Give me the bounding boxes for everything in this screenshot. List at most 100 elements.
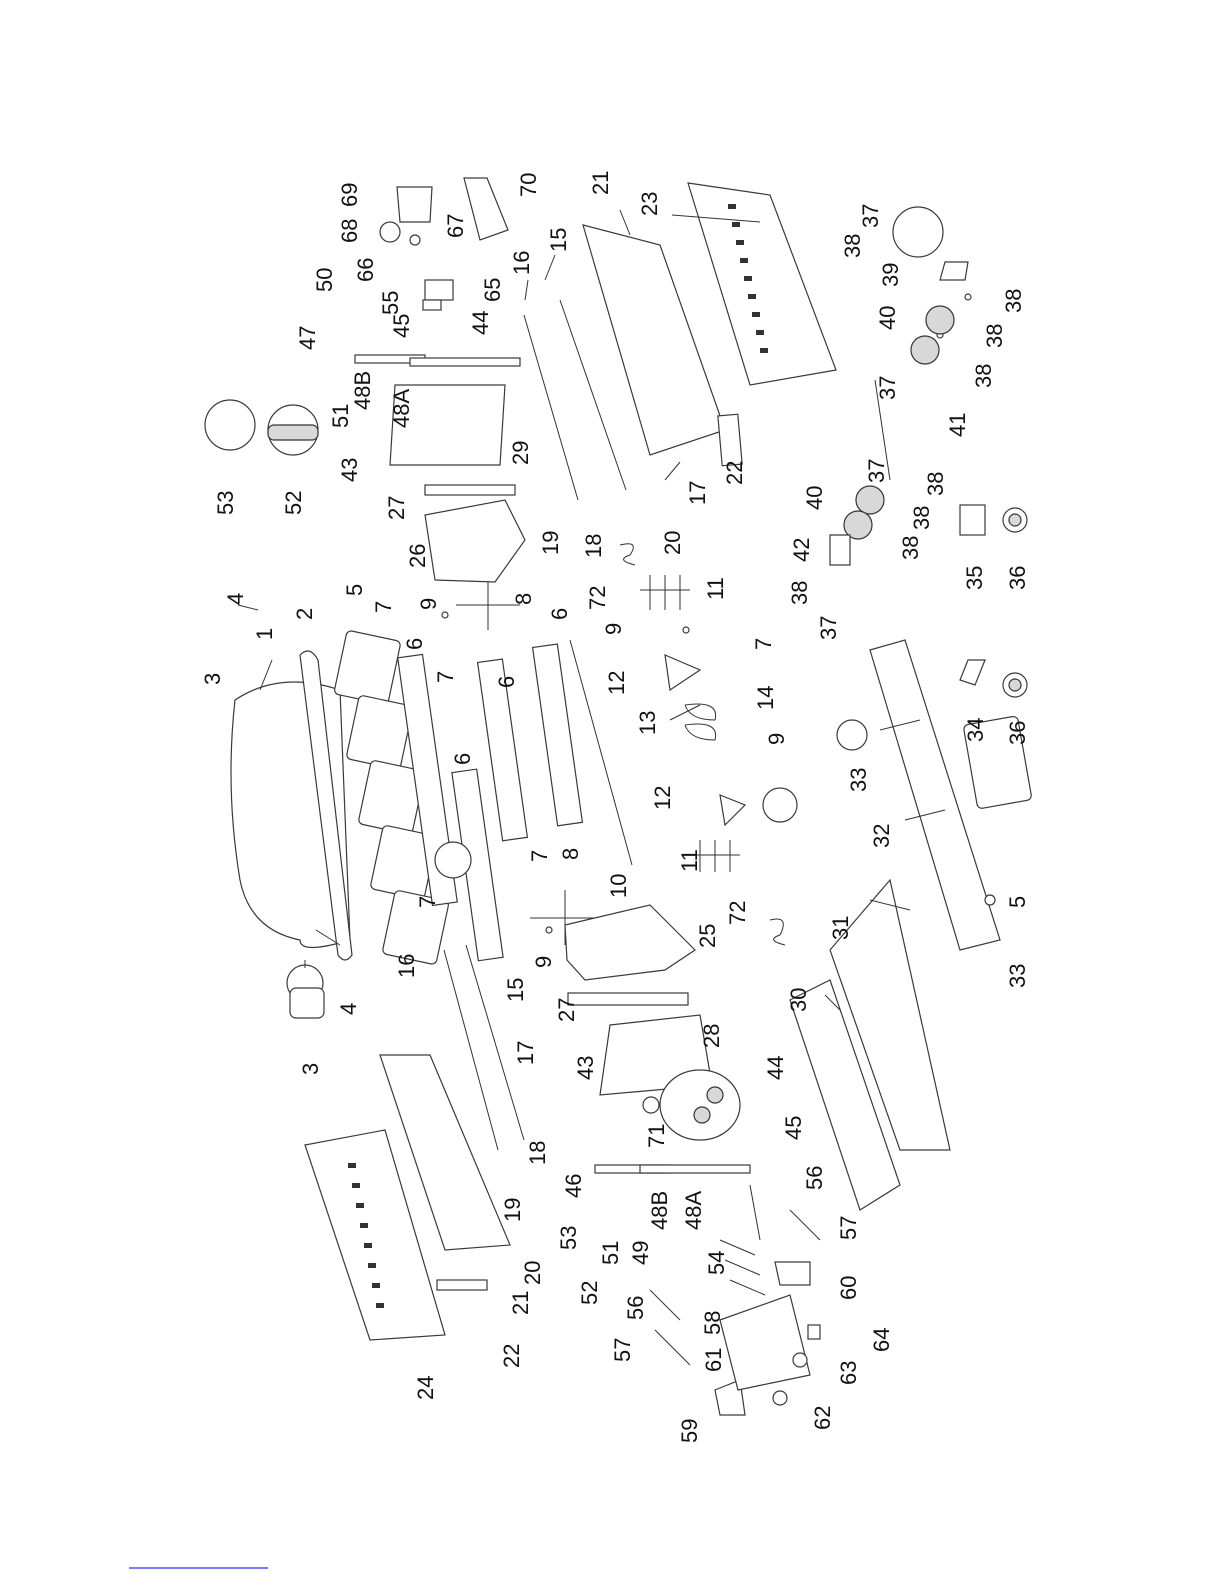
- label-5b: 5: [1005, 896, 1030, 908]
- frame-part: [869, 639, 1001, 951]
- label-16a: 16: [509, 251, 534, 275]
- label-72b: 72: [725, 901, 750, 925]
- label-59: 59: [677, 1419, 702, 1443]
- label-18b: 18: [525, 1141, 550, 1165]
- pin-part-9c: [762, 787, 798, 823]
- caster-part-36b: [1002, 507, 1028, 533]
- label-9a: 9: [416, 598, 441, 610]
- label-17b: 17: [513, 1041, 538, 1065]
- label-38c: 38: [982, 324, 1007, 348]
- screw-part-56a: [749, 1184, 761, 1241]
- label-30: 30: [786, 988, 811, 1012]
- label-40b: 40: [802, 486, 827, 510]
- label-53a: 53: [213, 491, 238, 515]
- rail-part-top-16: [523, 314, 579, 501]
- handle-grip-52: [267, 424, 319, 441]
- side-panel-part-top: [582, 224, 726, 456]
- part-shapes: [129, 177, 1032, 1569]
- label-49: 49: [628, 1241, 653, 1265]
- bracket-part-42: [829, 534, 851, 566]
- tray-stack-part: [334, 630, 449, 965]
- end-plate-part-25: [564, 904, 696, 981]
- label-55: 55: [378, 291, 403, 315]
- label-35: 35: [962, 566, 987, 590]
- part-labels: 1 2 3 3 4 4 5 5 6 6 6 6 7 7 7 7 7 8 8 9 …: [200, 171, 1030, 1443]
- pin-part-9d: [545, 926, 553, 934]
- plate-part-65: [424, 279, 454, 301]
- bracket-part-39: [939, 261, 969, 281]
- label-21b: 21: [508, 1291, 533, 1315]
- spit-rod-part: [569, 639, 633, 866]
- label-52b: 52: [577, 1281, 602, 1305]
- cap-part-37-detail: [892, 206, 944, 258]
- fork-part-top: [640, 575, 690, 610]
- hood-part-70: [463, 177, 509, 241]
- washer-38-a: [964, 293, 972, 301]
- cap-detail-68: [379, 221, 401, 243]
- rail-part-top-15: [559, 299, 627, 491]
- label-9b: 9: [601, 623, 626, 635]
- label-44b: 44: [763, 1056, 788, 1080]
- label-51a: 51: [328, 404, 353, 428]
- label-4a: 4: [223, 593, 248, 605]
- label-25: 25: [695, 924, 720, 948]
- label-20b: 20: [520, 1261, 545, 1285]
- label-3b: 3: [298, 1063, 323, 1075]
- label-40a: 40: [875, 306, 900, 330]
- label-45a: 45: [389, 314, 414, 338]
- knob-detail-body: [289, 987, 325, 1019]
- spring-part-67: [409, 234, 421, 246]
- label-46: 46: [561, 1174, 586, 1198]
- clip-detail-7: [434, 841, 472, 879]
- label-38b: 38: [1001, 289, 1026, 313]
- label-6d: 6: [547, 608, 572, 620]
- label-37c: 37: [864, 459, 889, 483]
- label-15a: 15: [546, 228, 571, 252]
- label-32: 32: [869, 824, 894, 848]
- end-plate-part-26: [424, 499, 526, 583]
- label-38g: 38: [898, 536, 923, 560]
- label-66: 66: [353, 258, 378, 282]
- leader-lines: [259, 209, 911, 1011]
- label-72a: 72: [585, 586, 610, 610]
- label-64: 64: [869, 1328, 894, 1352]
- label-6c: 6: [494, 676, 519, 688]
- label-29: 29: [508, 441, 533, 465]
- handle-part: [299, 650, 353, 961]
- foot-part-33a: [836, 719, 868, 751]
- screw-part-56b: [649, 1289, 681, 1321]
- wheel-bracket-35: [959, 504, 986, 536]
- label-53b: 53: [556, 1226, 581, 1250]
- plate-part-29: [389, 384, 506, 466]
- label-14: 14: [753, 686, 778, 710]
- fork-part-bottom: [690, 840, 740, 872]
- label-63: 63: [836, 1361, 861, 1385]
- base-panel-part-31: [829, 878, 951, 1151]
- foot-part-33b: [984, 894, 996, 906]
- clip-part: [684, 703, 717, 741]
- clip-part-55: [422, 299, 442, 311]
- label-22b: 22: [499, 1344, 524, 1368]
- large-panel-part-top: [687, 182, 837, 386]
- label-16b: 16: [394, 954, 419, 978]
- label-11a: 11: [703, 577, 728, 600]
- label-6b: 6: [450, 753, 475, 765]
- bracket-part-top: [424, 484, 516, 496]
- label-8a: 8: [511, 593, 536, 605]
- label-27a: 27: [384, 496, 409, 520]
- label-20a: 20: [660, 531, 685, 555]
- label-56a: 56: [802, 1166, 827, 1190]
- label-18a: 18: [581, 534, 606, 558]
- label-67: 67: [443, 214, 468, 238]
- knob-detail-44: [659, 1069, 741, 1141]
- pin-part-bottom: [315, 929, 341, 946]
- bar-part-48A-top: [409, 357, 521, 367]
- label-38f: 38: [909, 506, 934, 530]
- pin-part-9a: [441, 611, 449, 619]
- label-9d: 9: [531, 956, 556, 968]
- label-37d: 37: [816, 616, 841, 640]
- label-26: 26: [405, 544, 430, 568]
- label-24: 24: [413, 1376, 438, 1400]
- label-4b: 4: [336, 1003, 361, 1015]
- label-69: 69: [337, 183, 362, 207]
